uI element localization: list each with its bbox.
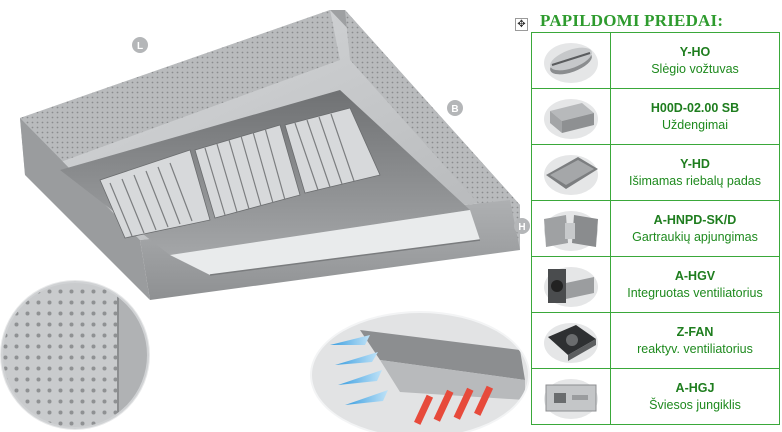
panel-title: PAPILDOMI PRIEDAI: [540, 11, 724, 30]
table-row: Y-HD Išimamas riebalų padas [531, 144, 780, 201]
integrated-fan-image [531, 256, 611, 313]
callout-l: L [132, 37, 148, 53]
accessory-description: Išimamas riebalų padas [628, 173, 761, 188]
table-row: Y-HO Slėgio vožtuvas [531, 32, 780, 89]
accessory-info: Y-HO Slėgio vožtuvas [610, 32, 780, 89]
accessory-code: H00D-02.00 SB [650, 100, 740, 115]
reactive-fan-image [531, 312, 611, 369]
accessory-description: Uždengimai [661, 117, 728, 132]
accessory-code: Y-HO [679, 44, 711, 59]
airflow-detail-image [310, 311, 530, 432]
svg-text:L: L [137, 41, 143, 52]
accessory-code: A-HGJ [675, 380, 715, 395]
accessory-info: H00D-02.00 SB Uždengimai [610, 88, 780, 145]
table-move-handle-icon[interactable]: ✥ [515, 18, 528, 31]
round-damper-image [531, 32, 611, 89]
hood-product-illustration: L B H [0, 10, 530, 432]
accessory-info: Z-FAN reaktyv. ventiliatorius [610, 312, 780, 369]
accessory-description: Slėgio vožtuvas [651, 61, 739, 76]
hood-connector-image [531, 200, 611, 257]
grease-filter-image [531, 144, 611, 201]
svg-text:H: H [518, 222, 525, 233]
callout-b: B [447, 100, 463, 116]
accessory-description: Gartraukių apjungimas [632, 229, 758, 244]
table-row: Z-FAN reaktyv. ventiliatorius [531, 312, 780, 369]
accessory-description: Integruotas ventiliatorius [627, 285, 763, 300]
table-row: A-HNPD-SK/D Gartraukių apjungimas [531, 200, 780, 257]
accessory-code: A-HGV [674, 268, 716, 283]
svg-text:B: B [451, 104, 458, 115]
accessory-info: Y-HD Išimamas riebalų padas [610, 144, 780, 201]
table-row: A-HGV Integruotas ventiliatorius [531, 256, 780, 313]
perforation-detail-image [0, 280, 150, 430]
accessory-info: A-HNPD-SK/D Gartraukių apjungimas [610, 200, 780, 257]
light-switch-image [531, 368, 611, 425]
accessory-description: reaktyv. ventiliatorius [637, 341, 753, 356]
accessory-code: Z-FAN [676, 324, 714, 339]
table-row: H00D-02.00 SB Uždengimai [531, 88, 780, 145]
accessory-info: A-HGJ Šviesos jungiklis [610, 368, 780, 425]
accessories-table: Y-HO Slėgio vožtuvas H00D-02.00 SB Užden… [531, 32, 780, 425]
accessory-code: A-HNPD-SK/D [653, 212, 737, 227]
accessory-code: Y-HD [680, 156, 710, 171]
table-row: A-HGJ Šviesos jungiklis [531, 368, 780, 425]
callout-h: H [514, 218, 530, 234]
hood-body [20, 10, 520, 300]
accessory-info: A-HGV Integruotas ventiliatorius [610, 256, 780, 313]
cover-panels-image [531, 88, 611, 145]
accessory-description: Šviesos jungiklis [649, 397, 741, 412]
